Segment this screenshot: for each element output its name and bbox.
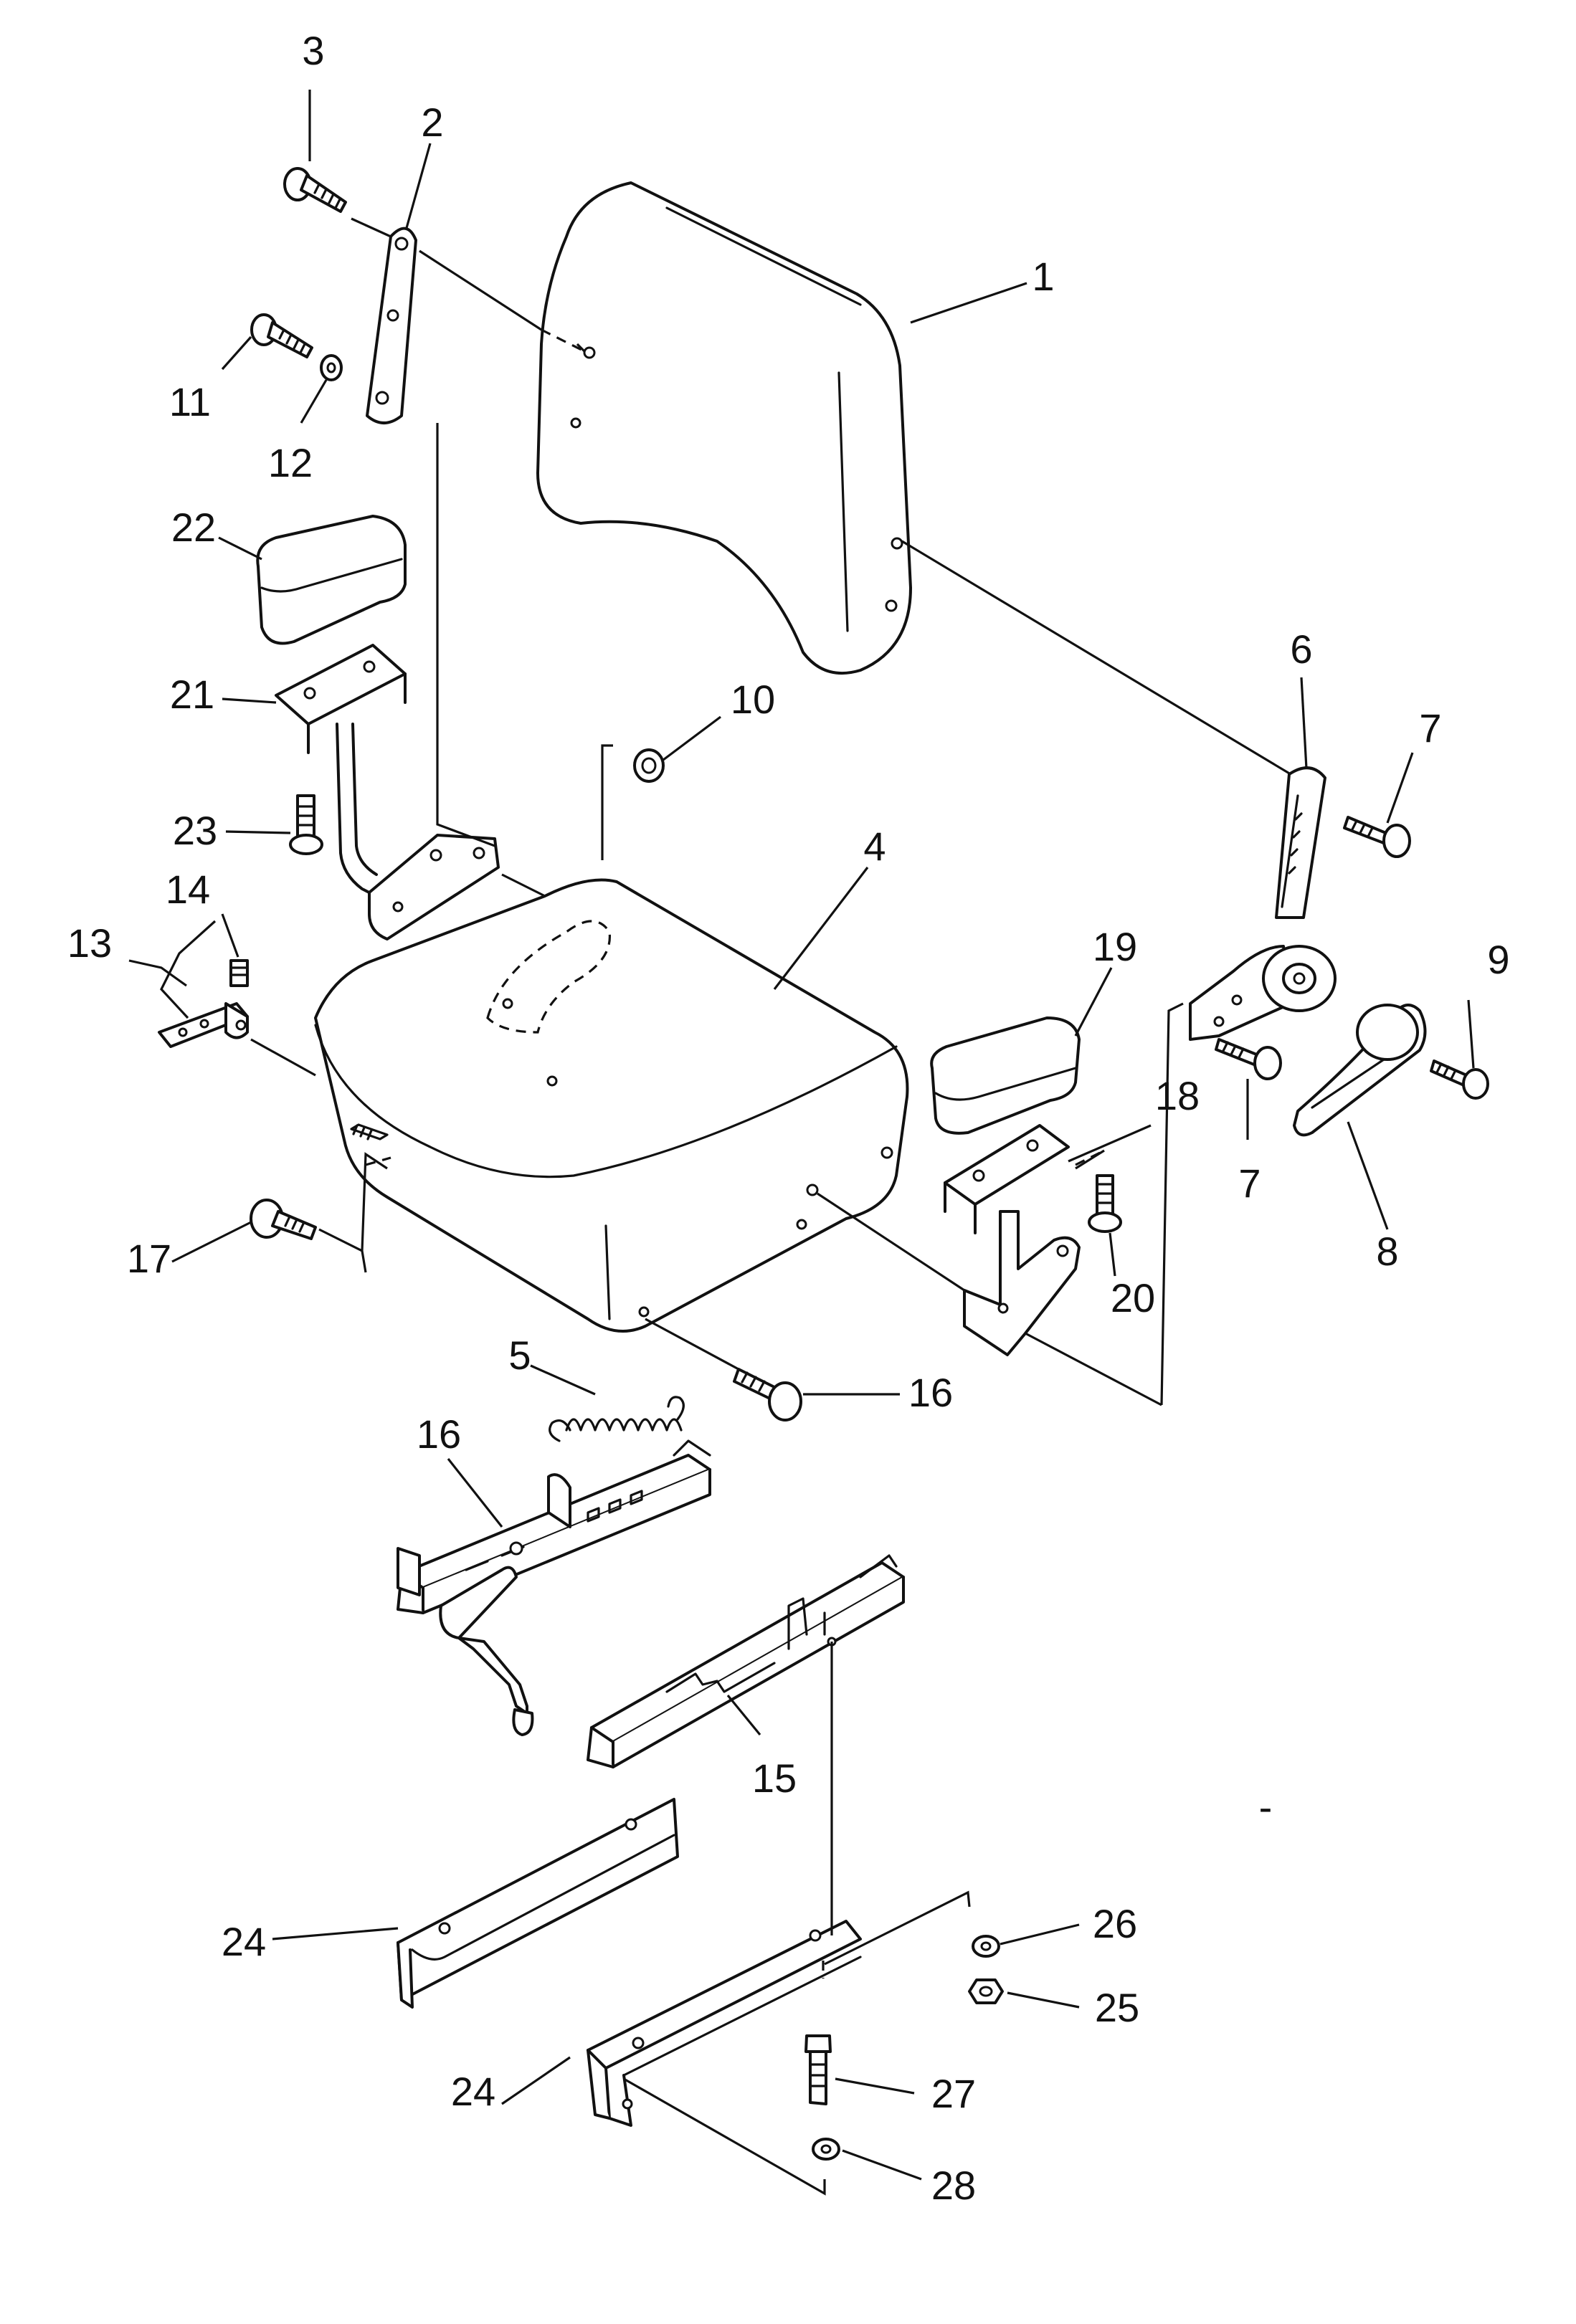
callout-12: 12 xyxy=(268,440,313,485)
callout-11: 11 xyxy=(169,379,211,424)
callout-22: 22 xyxy=(171,505,216,550)
armrest-bracket-right xyxy=(944,1124,1081,1356)
callout-16a: 16 xyxy=(908,1370,953,1415)
callout-14: 14 xyxy=(166,867,210,912)
callout-labels: 1 2 3 11 12 22 21 23 10 4 6 7 7 9 8 14 1… xyxy=(67,28,1510,2208)
recline-lever xyxy=(1293,1004,1427,1137)
slide-rail-15 xyxy=(587,1554,905,1768)
bolt-11 xyxy=(250,313,313,358)
backrest-bracket-left xyxy=(366,227,417,424)
bolt-23 xyxy=(289,794,323,855)
callout-15: 15 xyxy=(752,1756,797,1801)
callout-24a: 24 xyxy=(222,1919,266,1964)
callout-2: 2 xyxy=(421,100,443,145)
callout-17: 17 xyxy=(127,1236,171,1281)
armrest-pad-right xyxy=(930,1016,1081,1135)
callout-1: 1 xyxy=(1032,254,1054,299)
backrest-cushion xyxy=(536,181,912,675)
callout-21: 21 xyxy=(170,672,214,717)
bushing-10 xyxy=(633,748,665,783)
spring-5 xyxy=(549,1396,685,1442)
bolt-20 xyxy=(1088,1174,1122,1233)
callout-28: 28 xyxy=(931,2163,976,2208)
callout-19: 19 xyxy=(1093,924,1137,969)
bolt-7-upper xyxy=(1343,816,1411,858)
bolt-17 xyxy=(250,1199,317,1240)
nut-25 xyxy=(968,1978,1004,2004)
slide-rail-with-lever xyxy=(397,1439,711,1736)
assembly-lines xyxy=(250,217,1291,2196)
callout-24b: 24 xyxy=(451,2069,495,2114)
rail-base-24-left xyxy=(397,1798,679,2009)
stray-dash-mark: - xyxy=(1259,1784,1273,1829)
washer-28 xyxy=(812,2138,840,2161)
bolt-27 xyxy=(804,2034,832,2105)
callout-6: 6 xyxy=(1290,627,1312,672)
bolt-16 xyxy=(733,1368,802,1421)
callout-3: 3 xyxy=(302,28,324,73)
bolt-7-lower xyxy=(1215,1038,1282,1080)
callout-13: 13 xyxy=(67,920,112,966)
callout-26: 26 xyxy=(1093,1901,1137,1946)
callout-10: 10 xyxy=(731,677,775,722)
bolt-3 xyxy=(283,167,347,213)
washer-26 xyxy=(972,1935,1000,1958)
callout-4: 4 xyxy=(863,824,886,869)
callout-18: 18 xyxy=(1155,1073,1200,1118)
callout-20: 20 xyxy=(1111,1275,1155,1320)
callout-23: 23 xyxy=(173,808,217,853)
callout-7a: 7 xyxy=(1419,705,1441,751)
callout-8: 8 xyxy=(1376,1229,1398,1274)
callout-16b: 16 xyxy=(417,1411,461,1457)
recline-bracket xyxy=(1189,766,1337,1041)
callout-9: 9 xyxy=(1487,937,1509,982)
callout-leaders xyxy=(128,90,1475,2181)
callout-5: 5 xyxy=(508,1333,531,1378)
callout-7b: 7 xyxy=(1238,1161,1261,1206)
armrest-pad-left xyxy=(256,515,407,645)
bolt-9 xyxy=(1430,1059,1489,1100)
seat-cushion xyxy=(314,878,909,1333)
callout-27: 27 xyxy=(931,2071,976,2116)
armrest-bracket-left xyxy=(275,644,500,940)
washer-12 xyxy=(320,354,343,381)
screw-14 xyxy=(229,959,249,987)
callout-25: 25 xyxy=(1095,1985,1139,2030)
seat-plate-13 xyxy=(158,1002,249,1048)
rail-base-24-right xyxy=(587,1920,862,2127)
